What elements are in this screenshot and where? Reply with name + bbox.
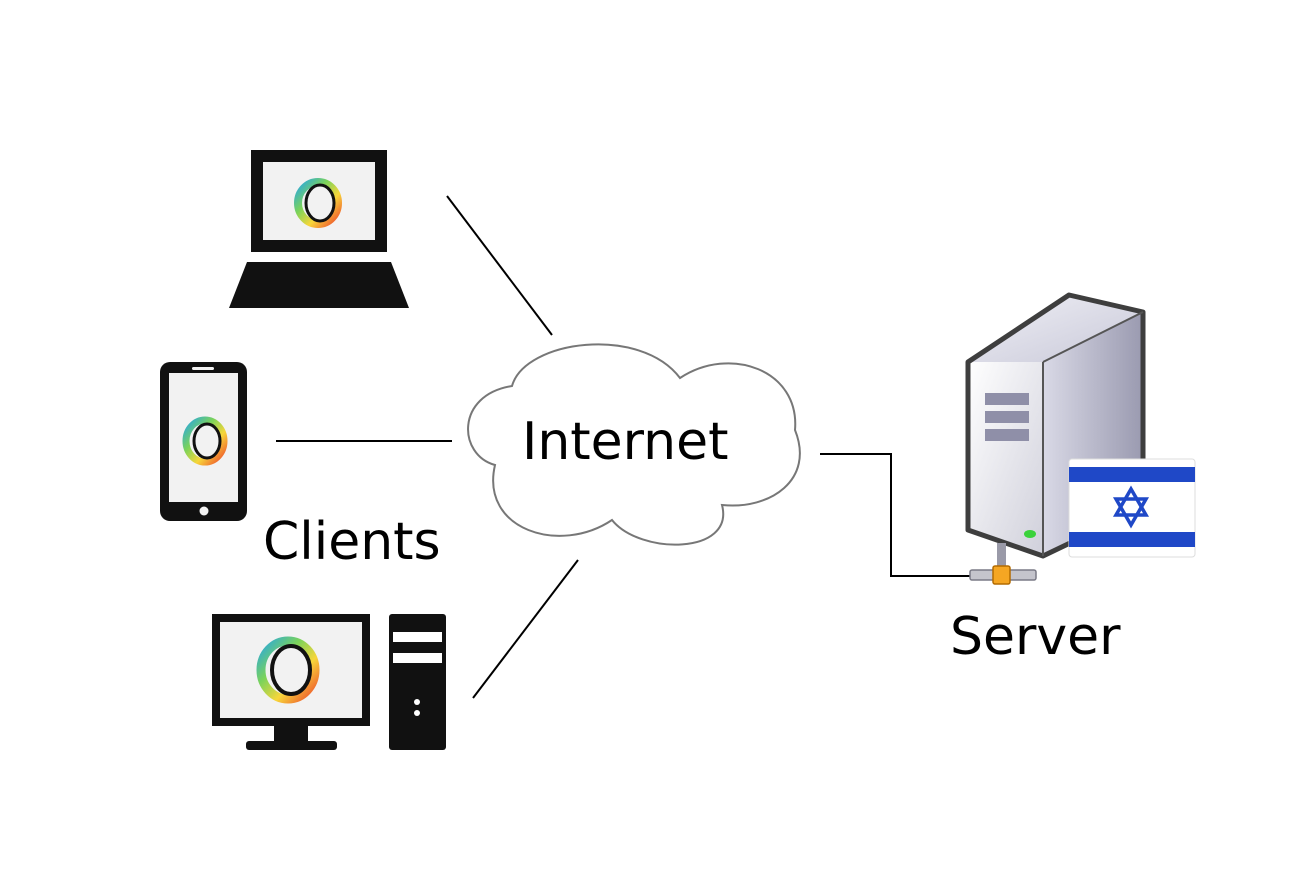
server-led: [1024, 530, 1036, 538]
connections: [276, 195, 972, 699]
o-logo-icon: [182, 416, 228, 466]
network-connector-icon: [992, 565, 1011, 585]
o-logo-icon: [256, 636, 320, 704]
laptop-link: [446, 195, 553, 336]
laptop-icon: [229, 150, 409, 308]
internet-label: Internet: [522, 412, 729, 472]
smartphone-icon: [160, 362, 247, 521]
server-link: [820, 453, 972, 577]
desktop-link: [472, 559, 579, 699]
cloud-icon: [467, 343, 801, 546]
desktop-computer-icon: [212, 614, 370, 750]
israel-flag-icon: [1068, 458, 1196, 558]
o-logo-icon: [294, 178, 342, 228]
clients-label: Clients: [263, 512, 441, 572]
computer-tower-icon: [389, 614, 446, 750]
server-label: Server: [950, 607, 1121, 667]
